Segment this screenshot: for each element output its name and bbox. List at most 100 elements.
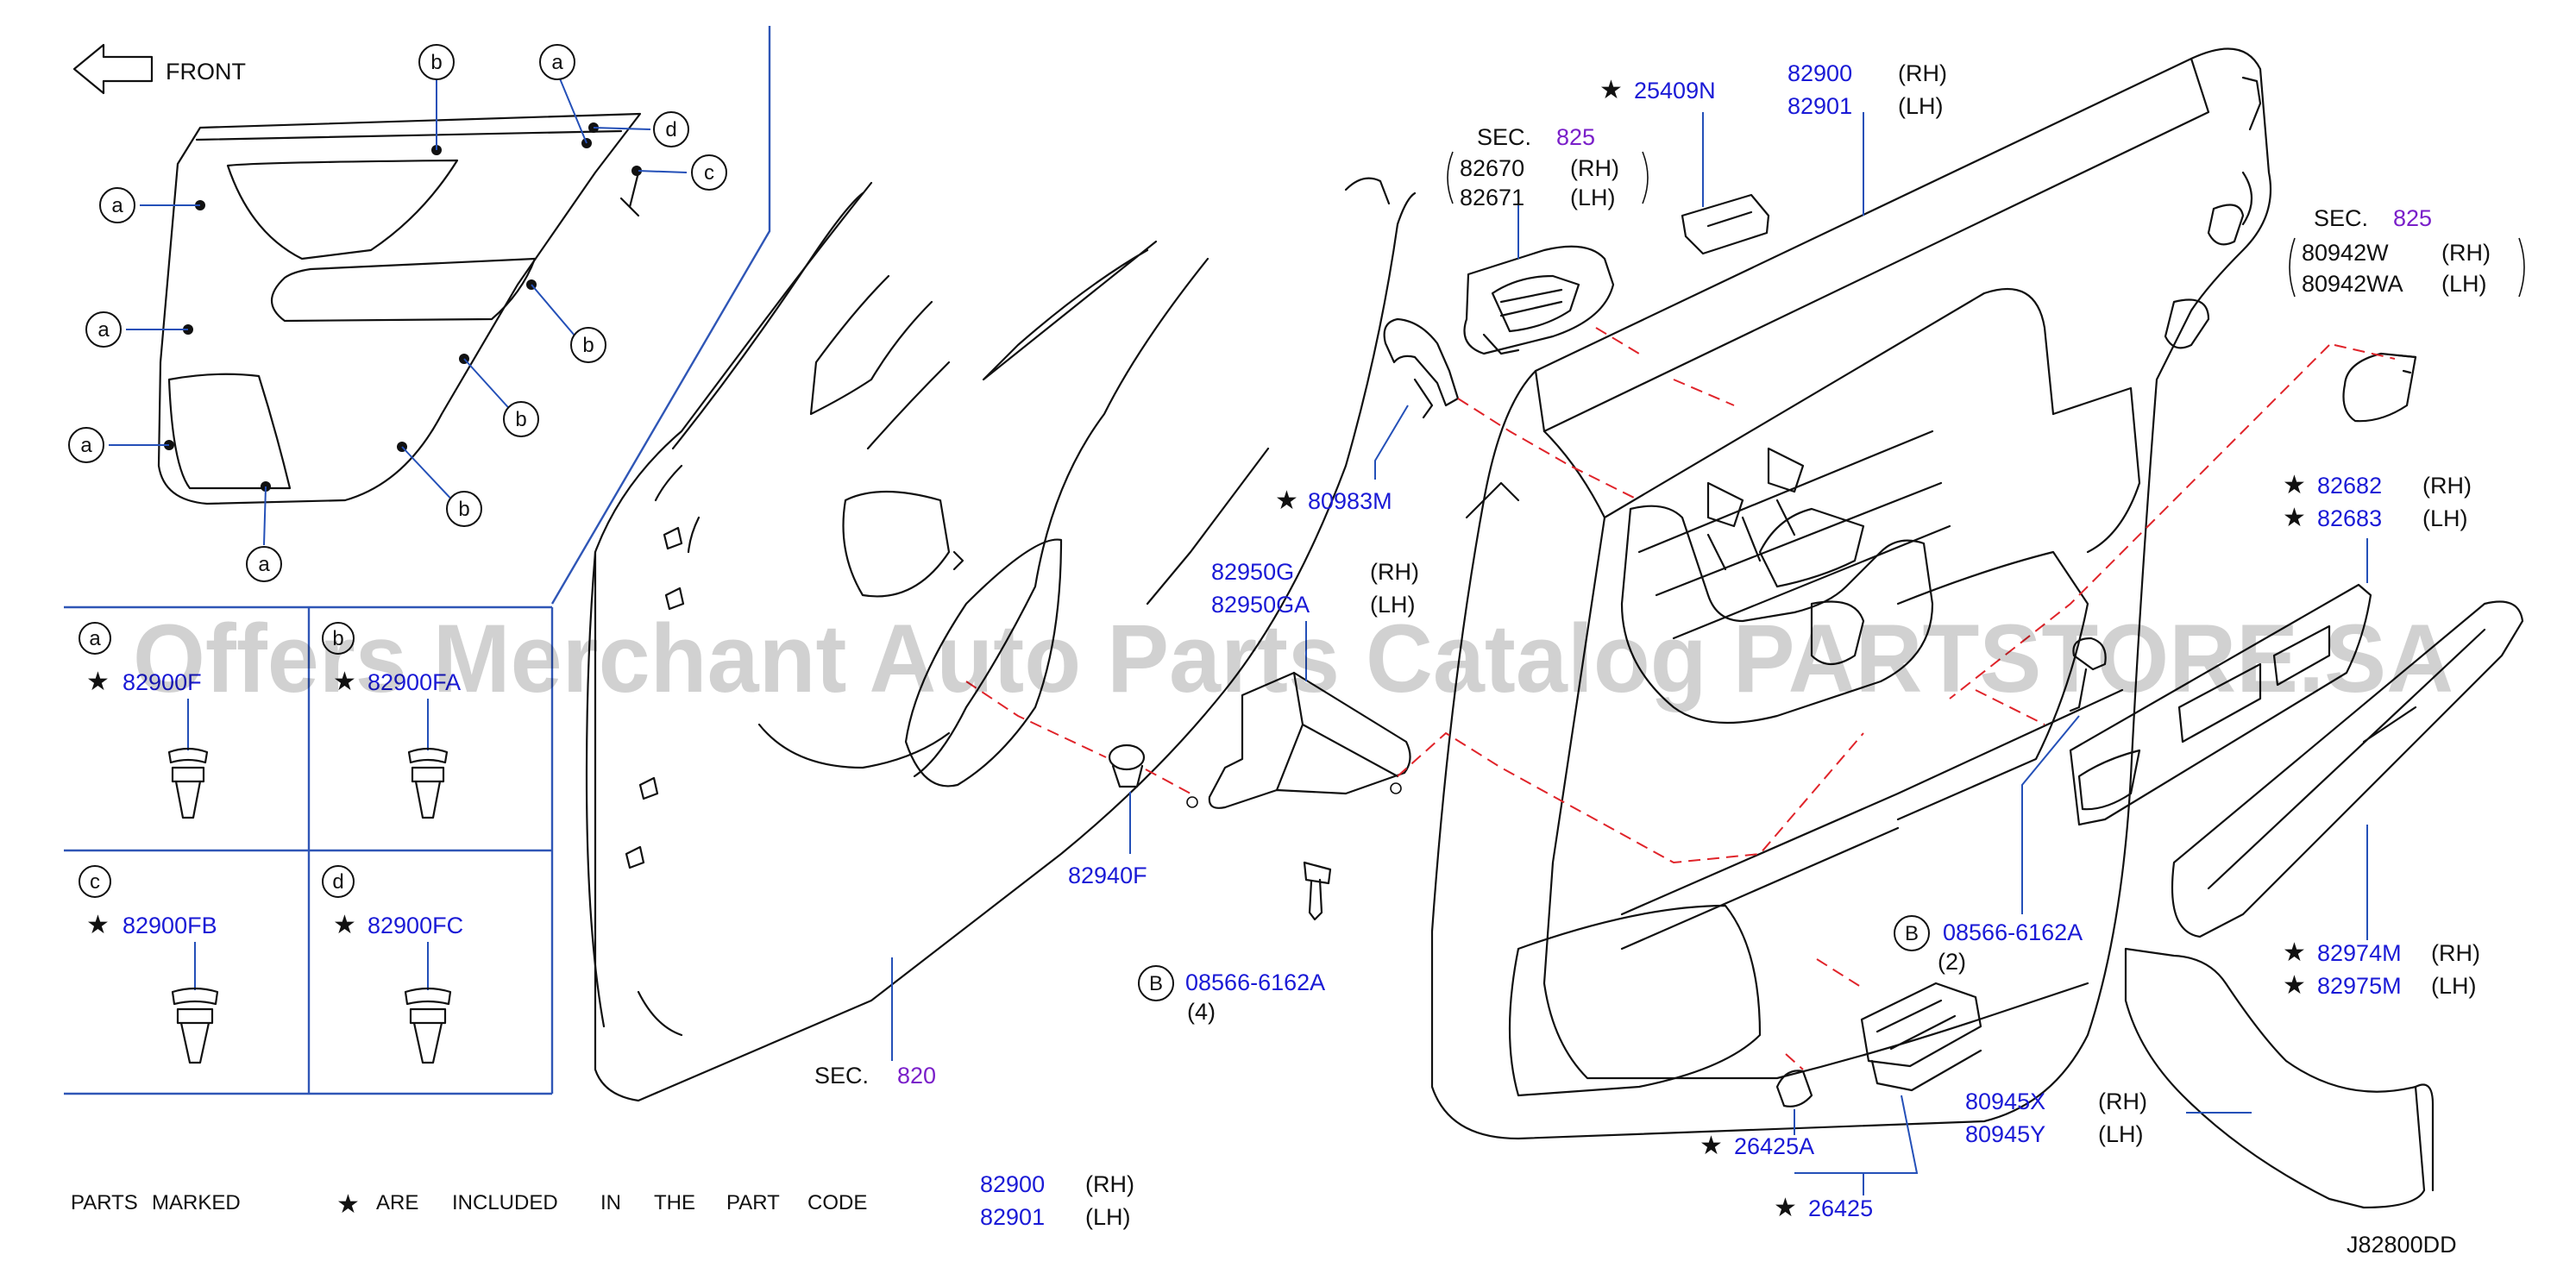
right-screw-leader [2021, 715, 2080, 914]
sec825-light-word: SEC. [2314, 205, 2368, 231]
part-82940F[interactable]: 82940F [1068, 863, 1147, 888]
push-clip-icon [171, 987, 219, 1064]
armrest-outline [226, 159, 459, 260]
speaker-outline [167, 373, 292, 490]
part-80942WA[interactable]: 80942WA [2302, 271, 2403, 297]
side-lh: (LH) [1570, 185, 1616, 210]
part-80983M[interactable]: 80983M [1308, 488, 1392, 514]
side-lh: (LH) [1898, 93, 1944, 119]
light-bracket [2289, 237, 2525, 298]
footnote-word: CODE [807, 1191, 867, 1214]
part-80942W[interactable]: 80942W [2302, 240, 2389, 266]
part-80945Y[interactable]: 80945Y [1965, 1121, 2045, 1147]
qty-left: (4) [1187, 999, 1216, 1025]
inset-divider-line [550, 26, 771, 605]
part-82975M[interactable]: 82975M [2317, 973, 2402, 999]
lower-pocket-part [2124, 947, 2435, 1209]
part-82901-bottom[interactable]: 82901 [980, 1204, 1045, 1230]
qty-right: (2) [1938, 949, 1966, 975]
part-08566-6162A-right[interactable]: 08566-6162A [1943, 919, 2083, 945]
footnote-word: ARE [376, 1191, 418, 1214]
star-icon: ★ [86, 667, 110, 697]
push-clip-icon [407, 747, 449, 819]
clip-table: a ★ 82900F b ★ 82900FA c ★ 82900FB d ★ 8… [64, 605, 554, 1095]
callout-c: c [704, 161, 714, 185]
star-icon: ★ [1700, 1131, 1723, 1161]
armrest-pad-part [2171, 600, 2524, 938]
side-lh: (LH) [2422, 505, 2468, 531]
front-label: FRONT [166, 59, 246, 85]
switch-cover-part [1681, 193, 1770, 255]
clip-d-part[interactable]: 82900FC [368, 913, 463, 938]
sec825-light-ref[interactable]: 825 [2393, 205, 2432, 231]
star-icon: ★ [2283, 970, 2306, 1001]
inside-handle-assembly [1463, 245, 1615, 355]
star-icon: ★ [333, 667, 356, 697]
footnote-word: INCLUDED [452, 1191, 558, 1214]
sec820-ref[interactable]: 820 [897, 1063, 936, 1089]
clip-a-part[interactable]: 82900F [123, 669, 202, 695]
26425-leaders [1794, 1095, 1919, 1195]
part-08566-6162A-left[interactable]: 08566-6162A [1185, 969, 1325, 995]
bolt-callout-left: B [1149, 972, 1163, 995]
side-rh: (RH) [1570, 155, 1619, 181]
clip-b-part[interactable]: 82900FA [368, 669, 461, 695]
part-26425[interactable]: 26425 [1808, 1195, 1873, 1221]
part-26425A[interactable]: 26425A [1734, 1133, 1814, 1159]
part-82950GA[interactable]: 82950GA [1211, 592, 1310, 618]
part-82682[interactable]: 82682 [2317, 473, 2382, 499]
star-icon: ★ [333, 910, 356, 940]
star-icon: ★ [1774, 1193, 1797, 1223]
side-rh: (RH) [2431, 940, 2480, 966]
part-82900-bottom[interactable]: 82900 [980, 1171, 1045, 1197]
footnote-word: MARKED [152, 1191, 241, 1214]
watermark: Offers Merchant Auto Parts Catalog PARTS… [133, 605, 2453, 712]
side-lh: (LH) [1370, 592, 1416, 618]
sec825-handle-ref[interactable]: 825 [1556, 124, 1595, 150]
sec825-handle-word: SEC. [1477, 124, 1531, 150]
door-panel-outline [157, 112, 642, 505]
grommet-part [1108, 744, 1146, 788]
part-82950G[interactable]: 82950G [1211, 559, 1294, 585]
side-rh: (RH) [2422, 473, 2472, 499]
callout-b: b [430, 51, 442, 74]
part-80945X[interactable]: 80945X [1965, 1089, 2045, 1114]
callout-b: b [458, 498, 469, 521]
footnote-word: THE [654, 1191, 695, 1214]
switch-finisher-part [2069, 583, 2372, 826]
part-82900-top[interactable]: 82900 [1787, 60, 1852, 86]
side-rh: (RH) [2098, 1089, 2147, 1114]
screw-icon [2069, 637, 2107, 712]
side-lh: (LH) [2431, 973, 2477, 999]
clip-c-part[interactable]: 82900FB [123, 913, 217, 938]
push-clip-icon [404, 987, 452, 1064]
armrest-bracket-part [1186, 671, 1411, 809]
lamp-housing-part [1860, 982, 1982, 1092]
footnote-word: PART [726, 1191, 780, 1214]
bolt-callout-right: B [1905, 922, 1919, 945]
part-82671[interactable]: 82671 [1460, 185, 1524, 210]
clip-a-letter: a [89, 627, 101, 650]
part-82901-top[interactable]: 82901 [1787, 93, 1852, 119]
star-icon: ★ [2283, 503, 2306, 533]
courtesy-lamp-part [2342, 352, 2417, 423]
star-icon: ★ [1275, 486, 1298, 516]
callout-a: a [551, 51, 563, 74]
clip-d-letter: d [332, 870, 343, 894]
part-82974M[interactable]: 82974M [2317, 940, 2402, 966]
callout-a: a [80, 434, 92, 457]
80983m-leader [1374, 405, 1409, 480]
callout-a: a [111, 194, 123, 217]
door-inner-panel [585, 177, 1417, 1102]
star-icon: ★ [1599, 75, 1623, 105]
screw-icon [1303, 861, 1332, 921]
push-clip-icon [167, 747, 209, 819]
part-82670[interactable]: 82670 [1460, 155, 1524, 181]
clip-location-inset: a a a a a b b b b c d [68, 26, 771, 605]
star-icon: ★ [86, 910, 110, 940]
part-25409N[interactable]: 25409N [1634, 78, 1716, 104]
handle-bracket [1447, 151, 1649, 204]
part-82683[interactable]: 82683 [2317, 505, 2382, 531]
